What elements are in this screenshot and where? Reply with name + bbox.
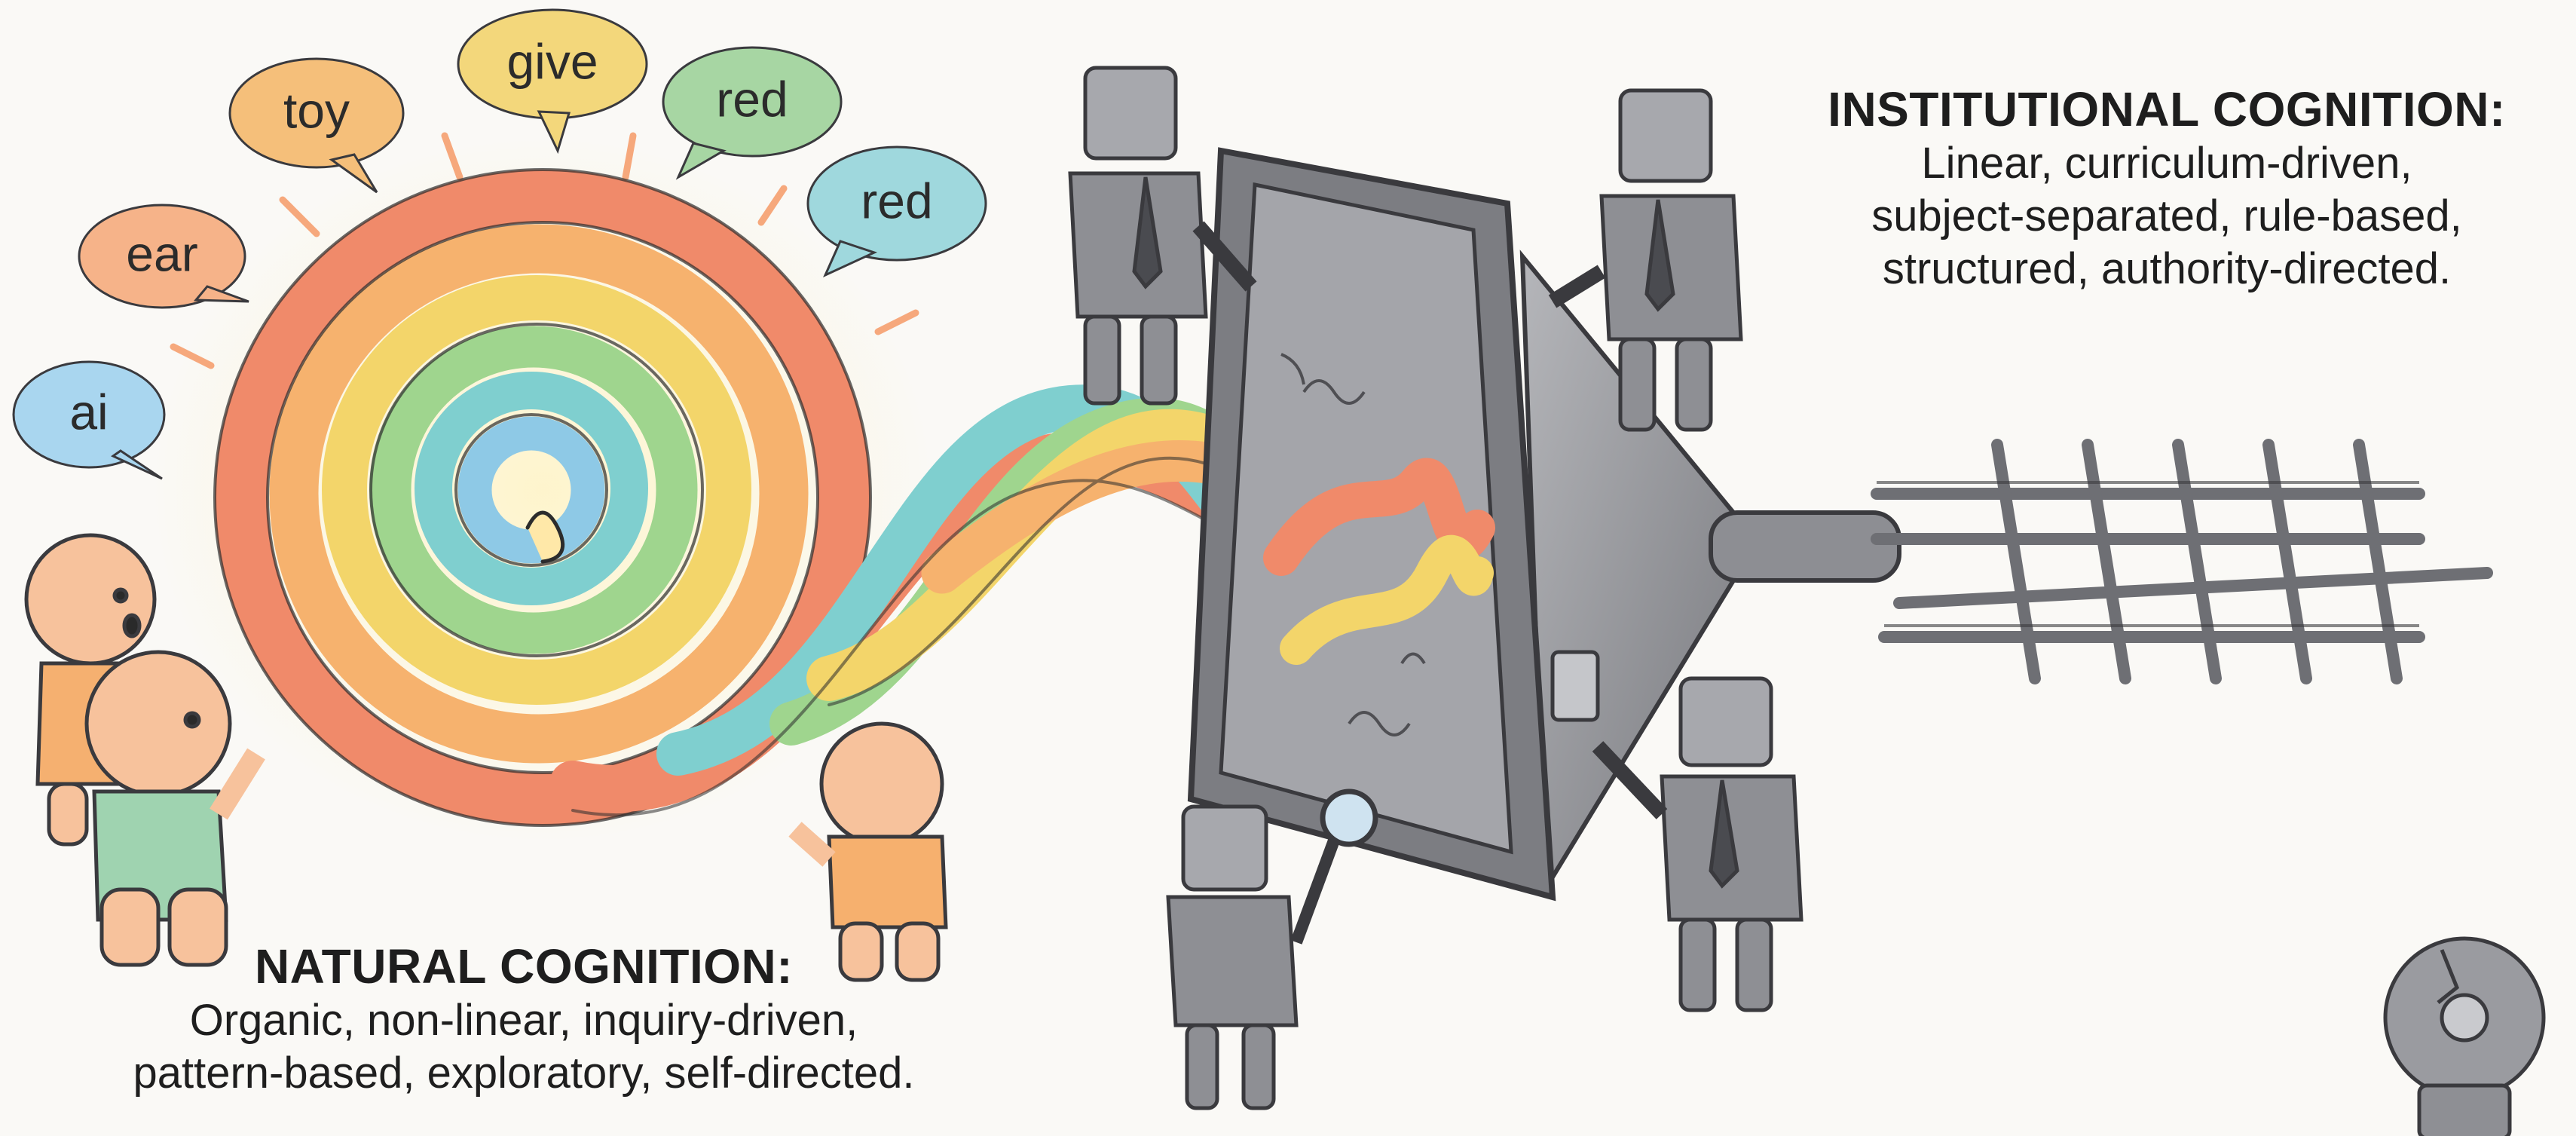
bubble-text: give bbox=[506, 33, 598, 89]
output-grid bbox=[1877, 445, 2487, 678]
institutional-cognition-caption: INSTITUTIONAL COGNITION: Linear, curricu… bbox=[1801, 81, 2532, 295]
nozzle-pipe bbox=[1711, 513, 1899, 580]
natural-heading: NATURAL COGNITION: bbox=[113, 939, 935, 994]
bubble-text: toy bbox=[283, 82, 350, 138]
institutional-line-1: Linear, curriculum-driven, bbox=[1801, 137, 2532, 190]
speech-bubble: ear bbox=[79, 205, 249, 308]
official-figure bbox=[1168, 792, 1375, 1108]
bubble-text: red bbox=[861, 173, 932, 228]
bubble-text: ai bbox=[69, 384, 108, 439]
magnifier bbox=[1323, 792, 1375, 844]
speech-bubble: give bbox=[458, 10, 647, 151]
natural-line-1: Organic, non-linear, inquiry-driven, bbox=[113, 994, 935, 1047]
speech-bubble: red bbox=[808, 147, 986, 275]
natural-cognition-caption: NATURAL COGNITION: Organic, non-linear, … bbox=[113, 939, 935, 1100]
institutional-heading: INSTITUTIONAL COGNITION: bbox=[1801, 81, 2532, 137]
machine-switch bbox=[1553, 652, 1598, 720]
speech-bubble: ai bbox=[14, 362, 164, 479]
speech-bubble: red bbox=[663, 47, 841, 177]
natural-line-2: pattern-based, exploratory, self-directe… bbox=[113, 1047, 935, 1100]
institutional-line-3: structured, authority-directed. bbox=[1801, 243, 2532, 295]
bell-icon bbox=[2385, 939, 2544, 1136]
bubble-text: ear bbox=[126, 225, 197, 281]
bubble-text: red bbox=[716, 71, 788, 127]
institutional-line-2: subject-separated, rule-based, bbox=[1801, 190, 2532, 243]
